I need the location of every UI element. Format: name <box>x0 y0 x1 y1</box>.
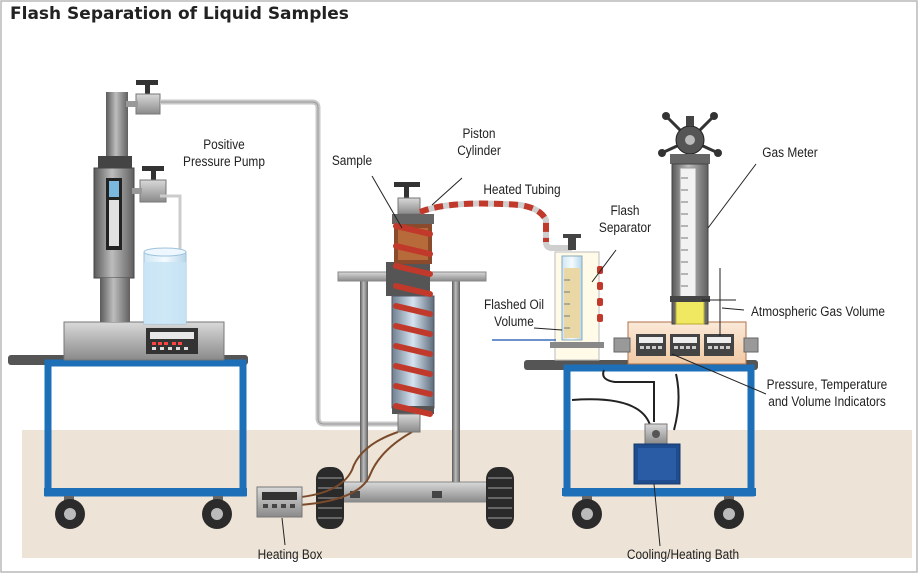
label-piston-cylinder-line2: Cylinder <box>457 143 501 158</box>
positive-pressure-pump <box>93 80 167 322</box>
diagram-title: Flash Separation of Liquid Samples <box>10 4 349 24</box>
label-flash-separator-line1: Flash <box>610 203 640 218</box>
label-atmospheric-gas-volume: Atmospheric Gas Volume <box>750 304 886 319</box>
label-flash-separator-line2: Separator <box>598 220 652 235</box>
label-gas-meter: Gas Meter <box>762 145 818 160</box>
label-piston-cylinder-line1: Piston <box>462 126 496 141</box>
label-flashed-oil-volume: Flashed Oil Volume <box>479 296 549 330</box>
label-positive-pressure-pump-line2: Pressure Pump <box>183 154 265 169</box>
label-positive-pressure-pump-line1: Positive <box>203 137 245 152</box>
piston-cylinder <box>391 182 435 433</box>
label-indicators: Pressure, Temperature and Volume Indicat… <box>761 376 893 410</box>
gas-meter <box>658 112 722 325</box>
label-flash-separator: Flash Separator <box>596 202 654 236</box>
pump-base <box>63 321 225 361</box>
label-flashed-oil-volume-line2: Volume <box>494 314 534 329</box>
label-sample: Sample <box>331 153 373 168</box>
indicator-panel <box>613 321 759 365</box>
label-heating-box: Heating Box <box>257 547 323 562</box>
heating-box-unit <box>256 486 303 518</box>
label-indicators-line1: Pressure, Temperature <box>766 377 888 392</box>
label-positive-pressure-pump: Positive Pressure Pump <box>182 136 266 170</box>
label-flashed-oil-volume-line1: Flashed Oil <box>483 297 545 312</box>
heated-tubing <box>418 200 572 251</box>
label-heated-tubing: Heated Tubing <box>483 182 561 197</box>
piston-stand <box>289 262 514 529</box>
flash-separator <box>550 234 604 361</box>
leader-lines <box>281 163 767 547</box>
label-piston-cylinder: Piston Cylinder <box>450 125 508 159</box>
cooling-heating-bath-unit <box>633 423 681 485</box>
right-cart <box>524 360 758 529</box>
label-cooling-heating-bath: Cooling/Heating Bath <box>626 547 740 562</box>
fluid-beaker <box>143 194 187 325</box>
label-indicators-line2: and Volume Indicators <box>768 394 886 409</box>
